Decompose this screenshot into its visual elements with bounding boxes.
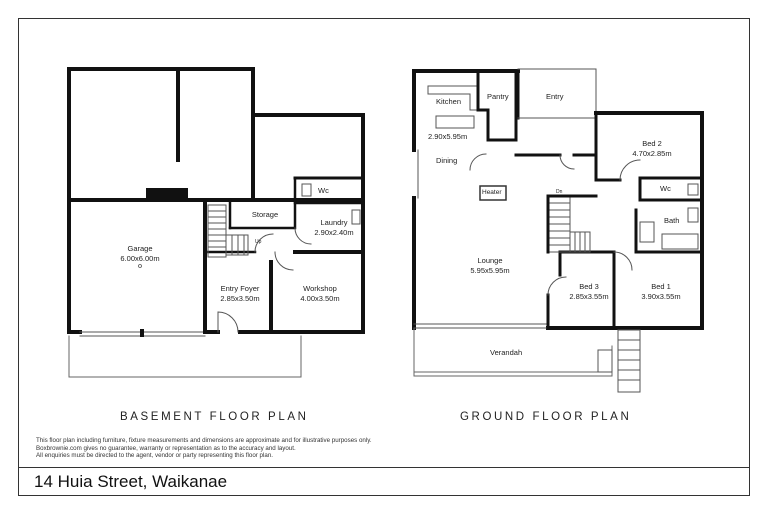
- room-verandah: Verandah: [490, 348, 522, 357]
- room-dining: Dining: [436, 156, 457, 165]
- room-bed-1: Bed 1 3.90x3.55m: [630, 282, 692, 302]
- room-garage-name: Garage: [127, 244, 153, 253]
- page-frame: [18, 18, 750, 496]
- room-ground-wc-name: Wc: [660, 184, 671, 193]
- room-kitchen-dims: 2.90x5.95m: [428, 132, 468, 141]
- room-entry-name: Entry: [546, 92, 564, 101]
- room-bed-2: Bed 2 4.70x2.85m: [620, 139, 684, 159]
- basement-slab-outline: [68, 335, 302, 378]
- room-workshop-name: Workshop: [303, 284, 337, 293]
- basement-wall-left-lower: [67, 198, 82, 334]
- ground-stair-label: Dn: [556, 189, 563, 195]
- room-lounge: Lounge 5.95x5.95m: [455, 256, 525, 276]
- bath-tub: [661, 233, 699, 250]
- kitchen-island: [435, 115, 475, 129]
- room-storage: Storage: [240, 210, 290, 219]
- room-heater: Heater: [482, 189, 502, 196]
- bath-vanity: [639, 221, 655, 243]
- garage-floor-drain: [138, 264, 142, 268]
- room-garage-dims: 6.00x6.00m: [120, 254, 160, 263]
- basement-stair: [207, 204, 249, 258]
- room-bath: Bath: [664, 216, 679, 225]
- room-storage-name: Storage: [251, 210, 279, 219]
- workshop-door-swing: [274, 251, 294, 271]
- basement-plan: [67, 67, 365, 378]
- room-basement-wc-name: Wc: [318, 186, 329, 195]
- wc-toilet: [301, 183, 312, 197]
- room-bed-1-name: Bed 1: [651, 282, 671, 291]
- room-bed-1-dims: 3.90x3.55m: [641, 292, 681, 301]
- room-laundry-dims: 2.90x2.40m: [314, 228, 354, 237]
- property-address: 14 Huia Street, Waikanae: [34, 472, 228, 491]
- basement-chimney: [146, 188, 188, 200]
- room-kitchen-dims-label: 2.90x5.95m: [428, 132, 467, 141]
- room-bed-2-name: Bed 2: [642, 139, 662, 148]
- room-bath-name: Bath: [664, 216, 680, 225]
- room-bed-3: Bed 3 2.85x3.55m: [558, 282, 620, 302]
- bed3-door-swing: [547, 276, 567, 296]
- room-heater-name: Heater: [482, 189, 502, 196]
- foyer-door-swing: [217, 311, 239, 333]
- bed2-door-swing: [619, 159, 641, 181]
- room-pantry-name: Pantry: [487, 92, 509, 101]
- ground-stair: [547, 195, 591, 253]
- pantry-bottom-wall: [476, 108, 490, 142]
- room-entry-foyer: Entry Foyer 2.85x3.50m: [210, 284, 270, 304]
- disclaimer-line: This floor plan including furniture, fix…: [36, 437, 372, 444]
- room-workshop-dims: 4.00x3.50m: [300, 294, 340, 303]
- room-dining-name: Dining: [436, 156, 458, 165]
- room-laundry: Laundry 2.90x2.40m: [308, 218, 360, 238]
- ground-plan: [412, 68, 704, 393]
- room-entry: Entry: [546, 92, 564, 101]
- room-workshop: Workshop 4.00x3.50m: [290, 284, 350, 304]
- verandah-steps: [597, 329, 641, 393]
- room-bed-2-dims: 4.70x2.85m: [632, 149, 672, 158]
- storage-door-swing: [254, 233, 274, 253]
- room-kitchen: Kitchen: [436, 97, 461, 106]
- address-divider: [18, 467, 750, 468]
- room-lounge-name: Lounge: [477, 256, 503, 265]
- room-basement-wc: Wc: [318, 186, 329, 195]
- room-verandah-name: Verandah: [490, 348, 523, 357]
- room-garage: Garage 6.00x6.00m: [105, 244, 175, 264]
- room-laundry-name: Laundry: [320, 218, 348, 227]
- disclaimer-line: Boxbrownie.com gives no guarantee, warra…: [36, 444, 296, 452]
- disclaimer: This floor plan including furniture, fix…: [36, 437, 372, 460]
- room-bed-3-name: Bed 3: [579, 282, 599, 291]
- room-entry-foyer-name: Entry Foyer: [220, 284, 260, 293]
- room-entry-foyer-dims: 2.85x3.50m: [220, 294, 260, 303]
- room-lounge-dims: 5.95x5.95m: [470, 266, 510, 275]
- laundry-tub: [351, 209, 361, 225]
- room-bed-3-dims: 2.85x3.55m: [569, 292, 609, 301]
- heater-box: [479, 185, 507, 201]
- basement-plan-title: BASEMENT FLOOR PLAN: [120, 411, 309, 423]
- entry-door-swing: [559, 154, 575, 170]
- basement-stair-label: Up: [255, 239, 262, 245]
- room-pantry: Pantry: [487, 92, 509, 101]
- laundry-door-swing: [294, 227, 312, 245]
- bath-basin: [687, 207, 699, 223]
- bed1-door-swing: [613, 251, 633, 271]
- room-kitchen-name: Kitchen: [436, 97, 462, 106]
- room-ground-wc: Wc: [660, 184, 671, 193]
- ground-plan-title: GROUND FLOOR PLAN: [460, 411, 632, 423]
- disclaimer-line: All enquiries must be directed to the ag…: [36, 452, 273, 460]
- garage-door-post: [140, 329, 144, 337]
- dining-door-swing: [469, 153, 487, 171]
- gf-wc-toilet: [687, 183, 699, 196]
